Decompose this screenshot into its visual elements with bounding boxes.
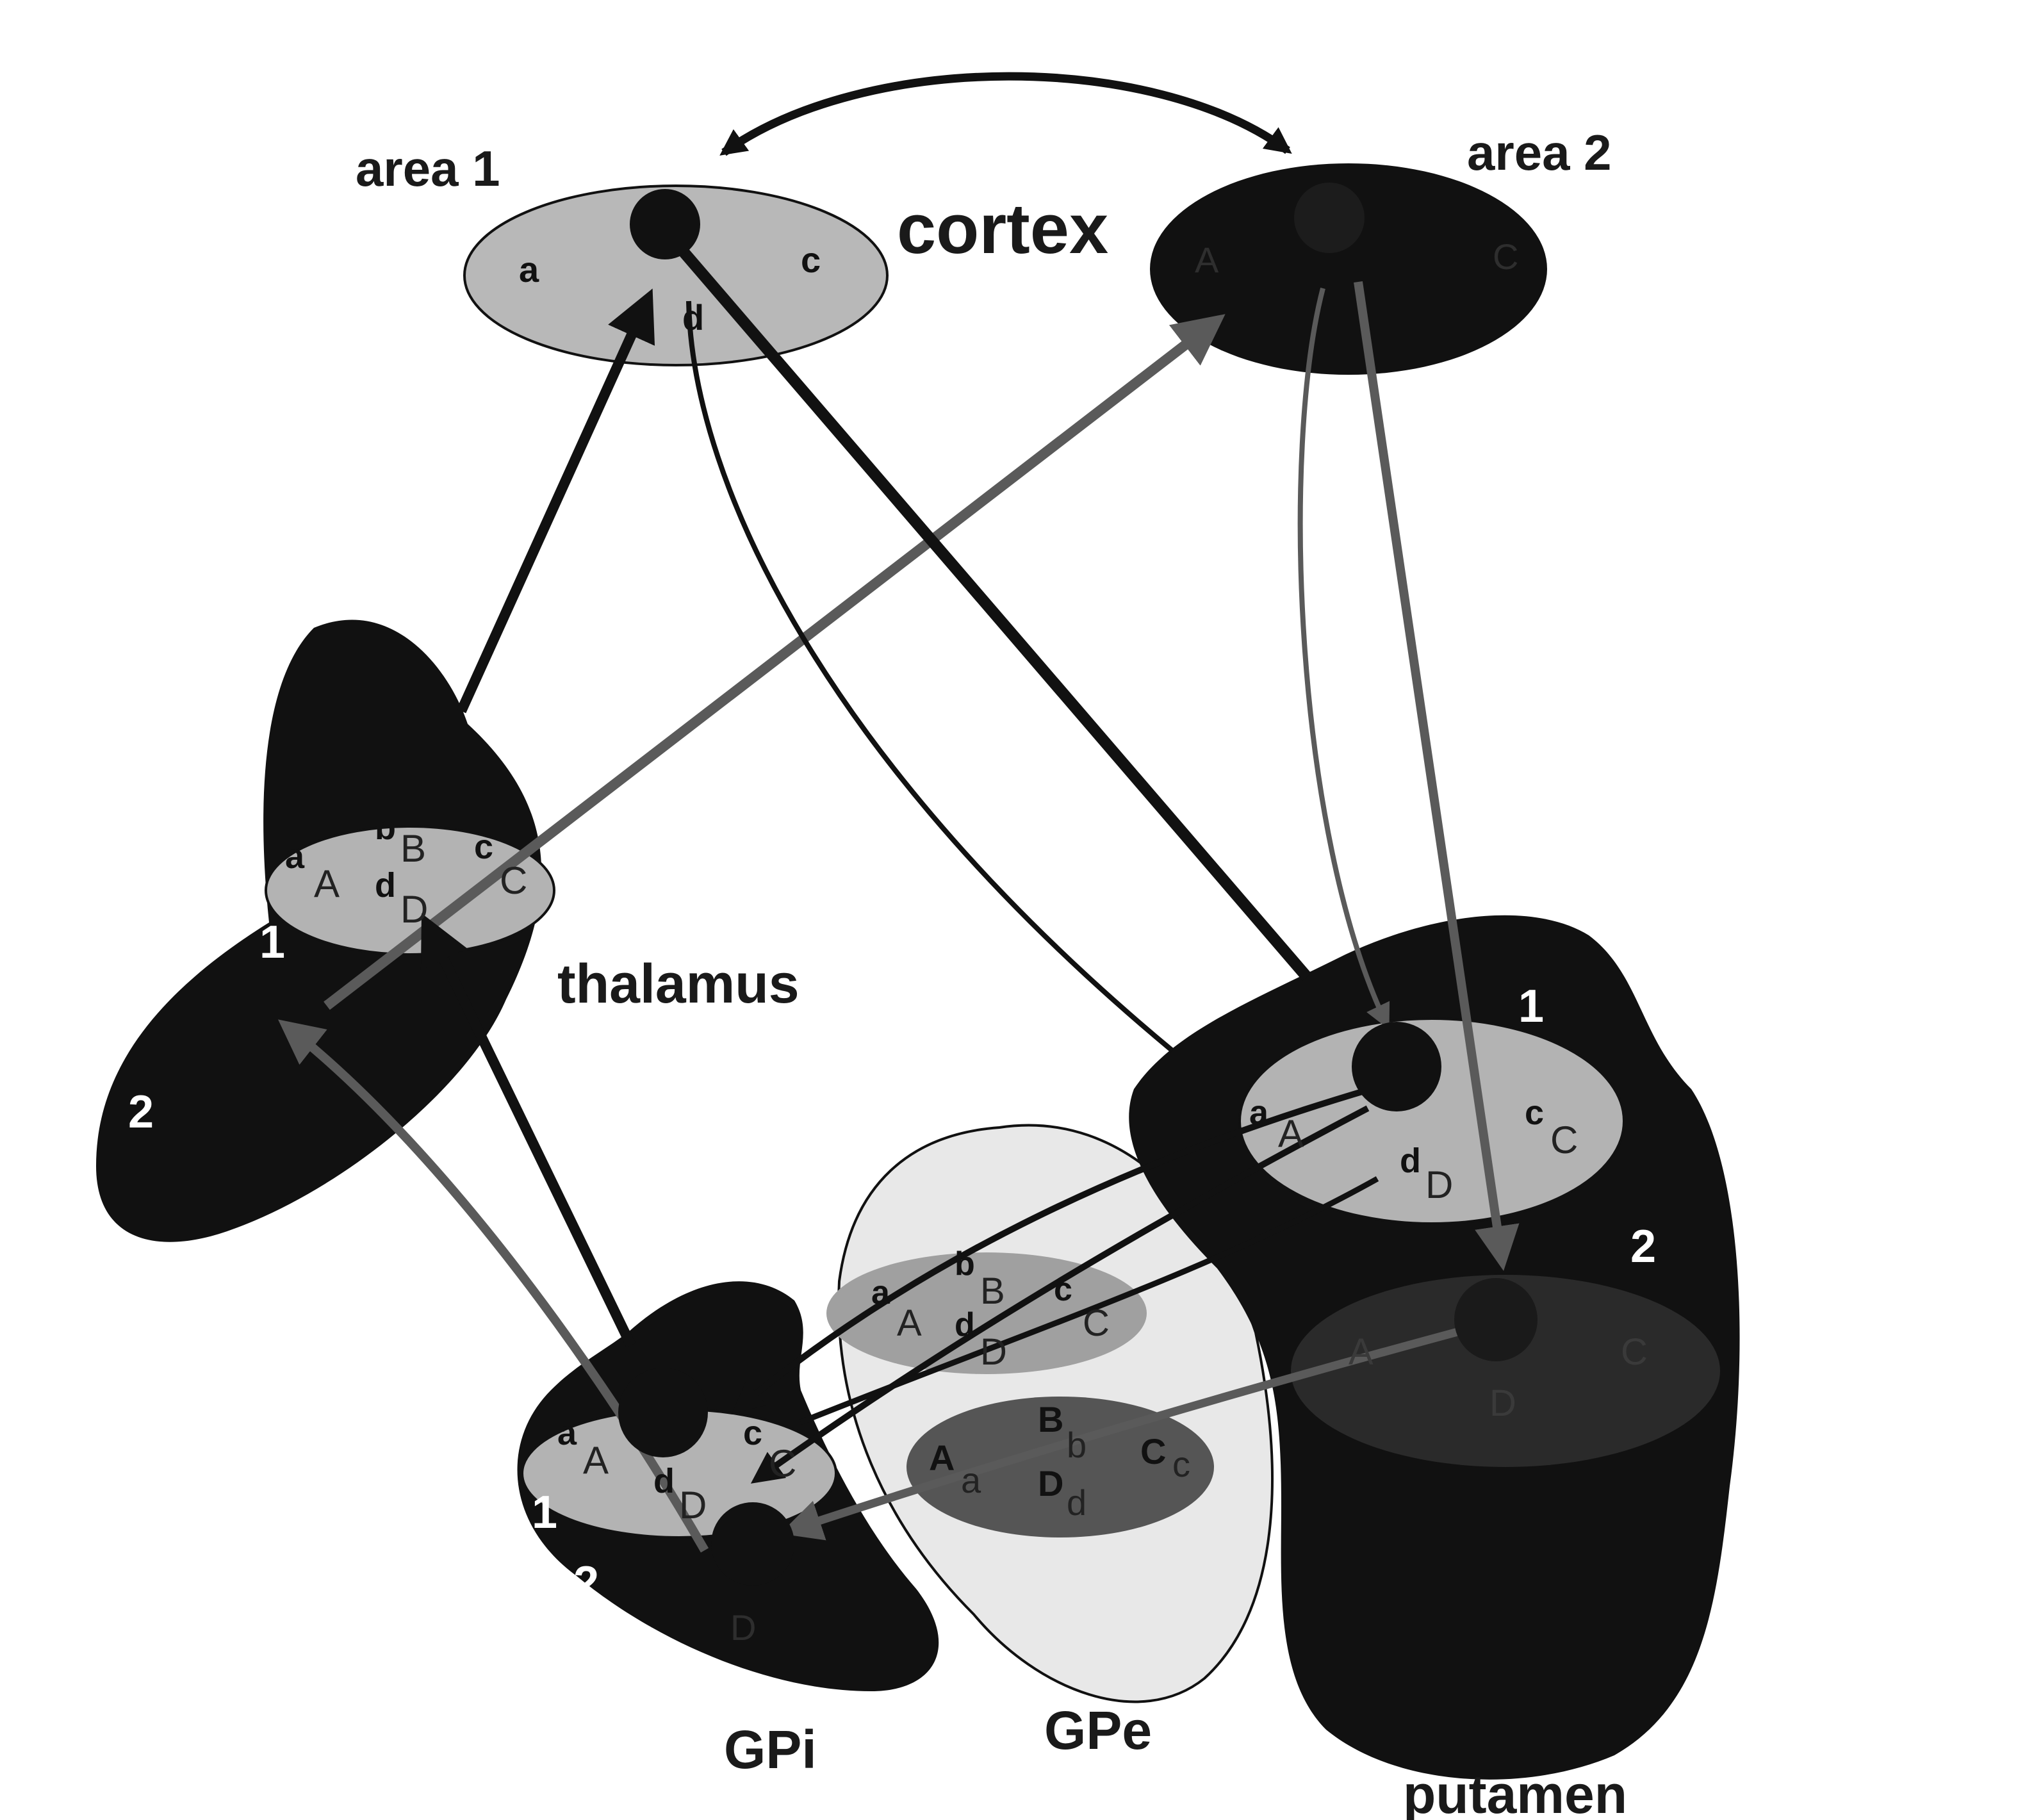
gpi-zone-2-node <box>711 1502 794 1586</box>
gpe-z2-sub-b: b <box>1067 1425 1087 1465</box>
gpi-zone-2-number: 2 <box>573 1557 599 1609</box>
area1-sub-d: d <box>682 297 704 338</box>
thalamus-to-area1-arrow <box>456 288 655 714</box>
gpe-z2-sub-c: c <box>1172 1444 1190 1484</box>
gpe-z1-sub-a: a <box>871 1274 890 1311</box>
thalamus-sub-b: b <box>375 808 396 847</box>
gpe-z2-sub-B: B <box>1038 1399 1063 1439</box>
thalamus-to-area2-arrow <box>324 314 1226 1010</box>
putamen-zone-1-node <box>1352 1022 1441 1111</box>
gpi-zone-1-node <box>618 1368 708 1457</box>
thalamus-zone-1-number: 1 <box>259 917 285 968</box>
cortex-area-1-node <box>630 189 700 259</box>
area2-to-putamen-zone2-arrow <box>1354 281 1520 1271</box>
area2-to-putamen-zone1-arrow <box>1297 287 1390 1030</box>
thalamus-sub-d: d <box>375 866 396 905</box>
putamen-z1-sub-a: a <box>1249 1094 1269 1132</box>
putamen-z2-sub-D: D <box>1489 1382 1516 1424</box>
thalamus-zone-1 <box>265 825 555 956</box>
gpi-to-thalamus-zone1-arrow <box>420 913 636 1348</box>
area2-sub-C: C <box>1493 236 1518 277</box>
putamen-z2-sub-C: C <box>1621 1331 1648 1373</box>
putamen-z1-sub-d: d <box>1400 1142 1421 1180</box>
gpi-sub-C: C <box>769 1442 796 1485</box>
putamen-to-gpi-pathway-1 <box>732 1086 1372 1414</box>
cortex-area-1-shape <box>463 184 889 366</box>
area-2-label: area 2 <box>1467 124 1612 181</box>
gpe-z1-sub-B: B <box>980 1270 1005 1312</box>
thalamus-sub-a: a <box>285 837 305 876</box>
gpe-z2-sub-C: C <box>1140 1431 1166 1472</box>
cortex-label: cortex <box>897 190 1108 268</box>
putamen-to-gpe-pathway <box>800 1176 1379 1425</box>
thalamus-sub-D: D <box>400 888 428 931</box>
thalamus-label: thalamus <box>557 953 800 1015</box>
area1-sub-c: c <box>801 240 821 280</box>
thalamus-sub-c: c <box>474 828 493 866</box>
gpe-z2-sub-A: A <box>929 1438 955 1478</box>
gpe-zone-2 <box>906 1397 1214 1537</box>
putamen-to-gpi-pathway-2 <box>750 1105 1370 1484</box>
gpe-z1-sub-D: D <box>980 1331 1007 1373</box>
area-1-label: area 1 <box>356 140 500 197</box>
gpi-z2-sub-D: D <box>730 1607 756 1648</box>
gpe-zone-1 <box>826 1252 1147 1374</box>
putamen-zone-1 <box>1238 1017 1625 1225</box>
gpe-z2-sub-a: a <box>961 1460 981 1500</box>
putamen-z1-sub-A: A <box>1278 1112 1304 1155</box>
thalamus-zone-2-number: 2 <box>128 1086 154 1138</box>
gpe-z1-sub-c: c <box>1054 1271 1072 1308</box>
thalamus-sub-B: B <box>400 827 426 870</box>
putamen-zone-2 <box>1291 1275 1720 1467</box>
gpe-label: GPe <box>1044 1700 1152 1760</box>
area1-to-putamen-thick-pathway <box>675 243 1311 981</box>
gpe-z2-sub-d: d <box>1067 1482 1087 1523</box>
cortical-reciprocal-arrow <box>719 72 1292 156</box>
putamen-z1-sub-C: C <box>1550 1119 1578 1161</box>
gpi-label: GPi <box>724 1719 817 1780</box>
putamen-zone-1-number: 1 <box>1518 981 1544 1032</box>
area1-sub-a: a <box>519 249 539 290</box>
putamen-zone-2-node <box>1454 1278 1538 1361</box>
gpe-z1-sub-C: C <box>1083 1302 1110 1344</box>
gpe-z1-sub-b: b <box>955 1245 975 1283</box>
putamen-z2-sub-A: A <box>1349 1331 1374 1373</box>
gpi-sub-A: A <box>583 1439 609 1482</box>
putamen-label: putamen <box>1403 1764 1627 1820</box>
gpe-z1-sub-d: d <box>955 1306 975 1343</box>
cortex-area-2-node <box>1294 183 1365 253</box>
gpi-sub-c: c <box>743 1414 762 1452</box>
putamen-zone-2-number: 2 <box>1630 1221 1656 1272</box>
gpi-sub-d: d <box>653 1462 675 1500</box>
area1-to-putamen-thin-pathway <box>686 300 1174 1053</box>
putamen-zone2-to-gpi-arrow <box>780 1325 1468 1541</box>
gpe-z1-sub-A: A <box>897 1302 922 1344</box>
thalamus-sub-A: A <box>314 862 340 905</box>
cortex-area-2-shape <box>1150 163 1547 375</box>
gpi-sub-a: a <box>557 1414 577 1452</box>
gpi-to-thalamus-zone2-arrow <box>277 1019 709 1553</box>
gpi-zone-1-number: 1 <box>532 1487 557 1538</box>
gpe-z2-sub-D: D <box>1038 1463 1063 1504</box>
area2-sub-A: A <box>1195 240 1219 280</box>
putamen-z1-sub-D: D <box>1425 1163 1453 1206</box>
gpi-sub-D: D <box>679 1484 707 1527</box>
thalamus-sub-C: C <box>500 859 527 902</box>
putamen-z1-sub-c: c <box>1525 1094 1544 1132</box>
